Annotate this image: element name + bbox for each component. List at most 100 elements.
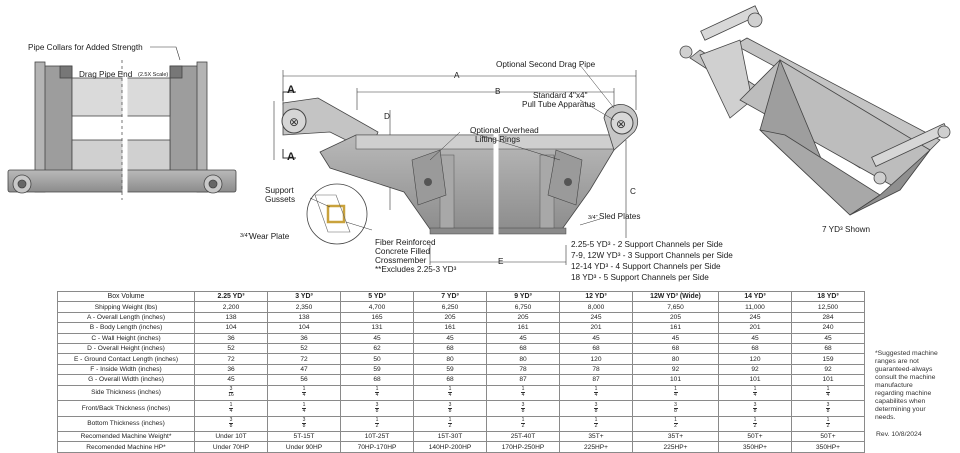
header-column: 12 YD³ [559,290,633,303]
table-cell: 35T+ [559,430,633,443]
lifting-rings-label-line1: Optional Overhead [470,126,539,135]
table-cell: 284 [791,311,865,324]
row-label: Recomended Machine Weight* [57,430,195,443]
table-cell: 80 [413,353,487,365]
row-label: Front/Back Thickness (inches) [57,400,195,417]
note-line: determining your [875,406,926,413]
section-a-top-label: A [287,84,295,96]
header-column: 9 YD³ [486,290,560,303]
support-gussets-label-line1: Support [265,186,294,195]
table-cell: 52 [267,342,341,355]
table-cell: 72 [194,353,268,365]
table-cell: 201 [718,322,792,334]
channels-line-2: 7-9, 12W YD³ - 3 Support Channels per Si… [571,251,733,260]
table-cell: 50 [340,353,414,365]
sled-plates-label: Sled Plates [599,212,641,221]
table-cell: 62 [340,342,414,355]
note-line: *Suggested machine [875,350,938,357]
table-cell: 50T+ [791,430,865,443]
svg-text:⊗: ⊗ [616,117,626,131]
table-cell: 10T-25T [340,430,414,443]
table-cell: 11,000 [718,301,792,313]
header-column: 14 YD³ [718,290,792,303]
note-line: needs. [875,414,896,421]
table-cell: 101 [632,374,719,386]
row-label: F - Inside Width (inches) [57,363,195,376]
note-line: regarding machine [875,390,932,397]
table-cell: 45 [718,332,792,344]
table-cell: 15T-30T [413,430,487,443]
header-column: 7 YD³ [413,290,487,303]
table-cell: 56 [267,374,341,386]
table-cell: 120 [718,353,792,365]
table-cell: 78 [559,363,633,376]
pull-tube-label-line1: Standard 4"x4" [533,91,588,100]
table-cell: 25T-40T [486,430,560,443]
table-cell: 68 [559,342,633,355]
pull-tube-label-line2: Pull Tube Apparatus [522,100,596,109]
optional-second-drag-pipe-label: Optional Second Drag Pipe [496,60,596,69]
row-label: C - Wall Height (inches) [57,332,195,344]
table-cell: 36 [194,363,268,376]
table-cell: 120 [559,353,633,365]
table-cell: 245 [718,311,792,324]
table-cell: 80 [632,353,719,365]
end-view-drawing [7,46,237,200]
table-cell: 45 [413,332,487,344]
model-shown-label: 7 YD³ Shown [822,225,871,234]
channels-line-3: 12-14 YD³ - 4 Support Channels per Side [571,262,721,271]
header-box-volume: Box Volume [57,290,195,303]
revision-date: Rev. 10/8/2024 [876,431,922,438]
table-cell: 205 [413,311,487,324]
table-cell: 104 [194,322,268,334]
table-cell: 6,750 [486,301,560,313]
table-cell: 45 [632,332,719,344]
side-view-drawing: ⊗ ⊗ [273,64,639,265]
table-cell: 101 [718,374,792,386]
table-cell: 45 [486,332,560,344]
support-gussets-label-line2: Gussets [265,195,296,204]
drag-pipe-end-label: Drag Pipe End [79,70,133,79]
